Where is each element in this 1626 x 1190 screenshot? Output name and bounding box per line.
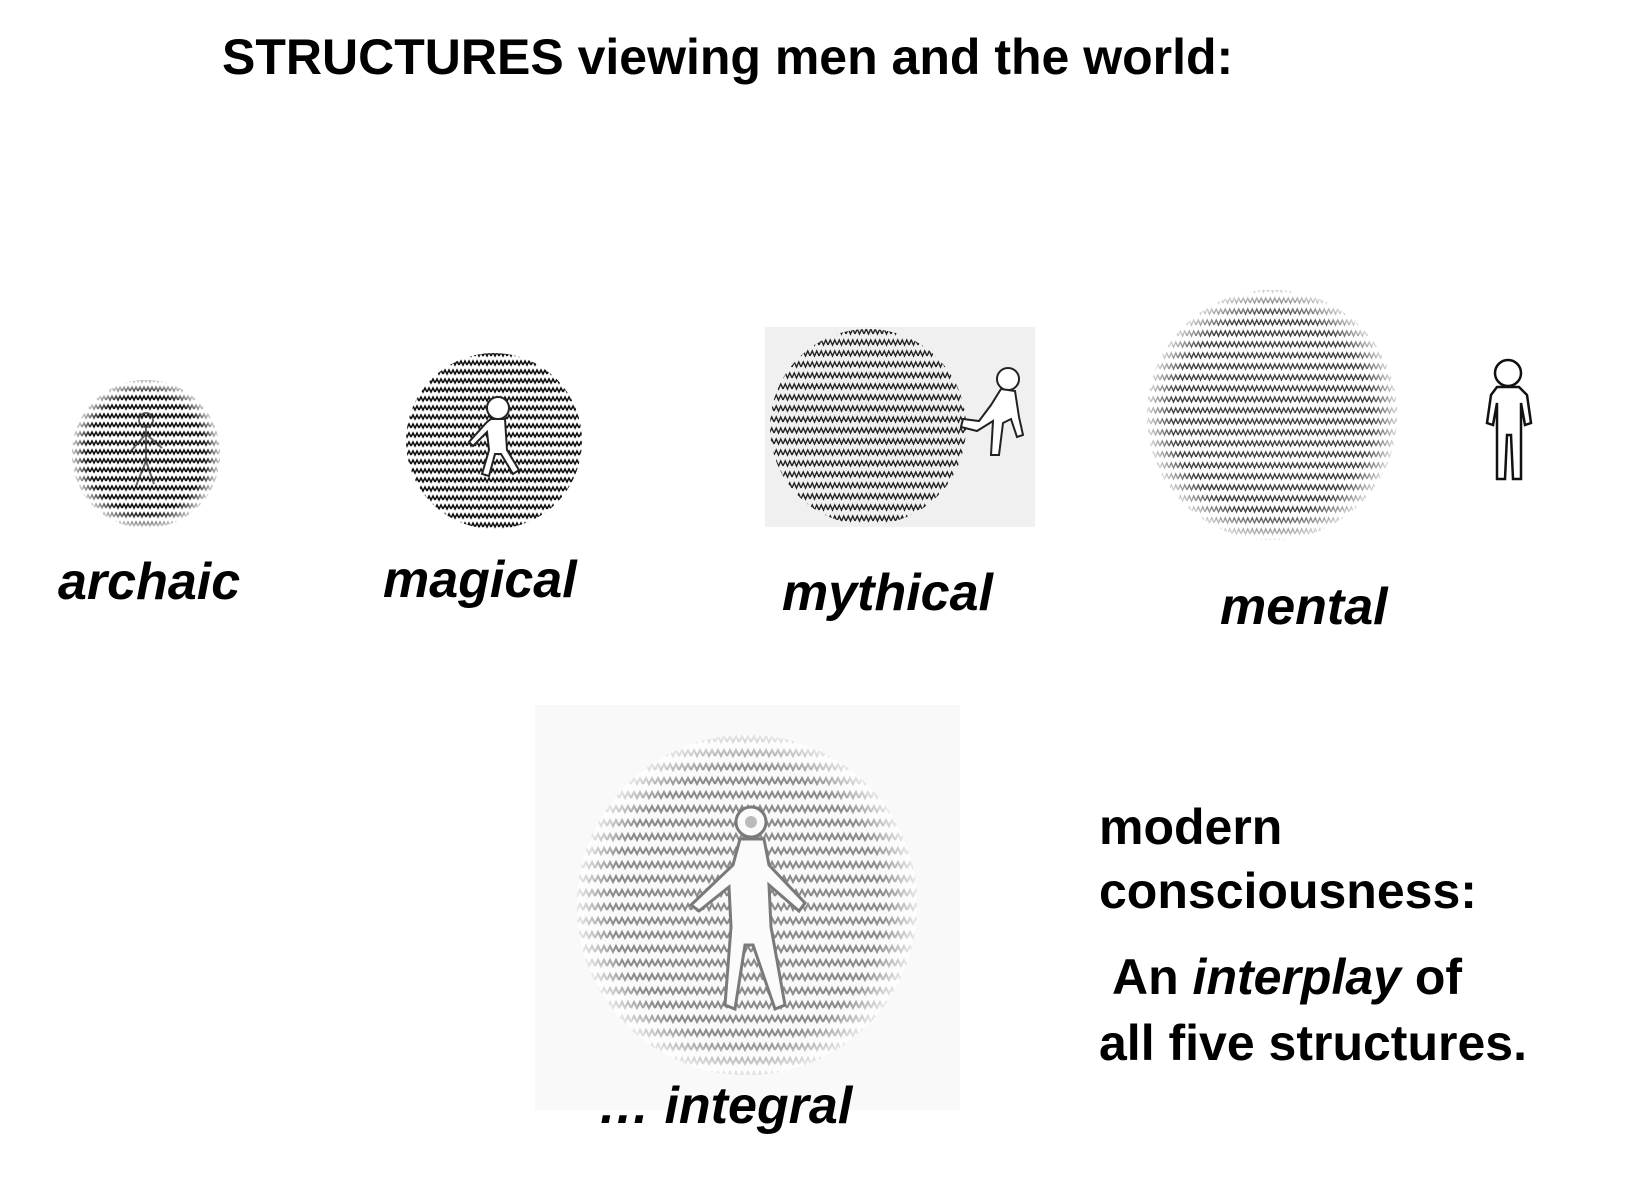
mental-person-icon [1485, 358, 1533, 481]
mythical-person-icon [959, 367, 1025, 456]
label-archaic: archaic [58, 553, 241, 611]
integral-figure [535, 705, 960, 1110]
magical-person-icon [467, 396, 521, 478]
mental-sphere-figure [1147, 290, 1397, 540]
page-title: STRUCTURES viewing men and the world: [222, 29, 1234, 85]
label-mythical: mythical [782, 564, 993, 622]
note-line-3: An interplay of [1112, 948, 1462, 1006]
mythical-sphere [770, 329, 966, 525]
mythical-figure [765, 327, 1035, 527]
magical-figure [406, 353, 582, 529]
note-line-4: all five structures. [1099, 1015, 1527, 1071]
note-line-3-post: of [1400, 949, 1463, 1005]
label-magical: magical [383, 551, 577, 609]
integral-person-icon [688, 805, 807, 1012]
archaic-person-icon [129, 412, 163, 487]
note-interplay-emphasis: interplay [1192, 949, 1401, 1005]
label-integral: … integral [598, 1077, 853, 1135]
note-line-1: modern [1099, 799, 1283, 855]
note-line-2: consciousness: [1099, 863, 1477, 919]
archaic-figure [72, 380, 220, 528]
label-mental: mental [1220, 578, 1388, 636]
note-line-3-pre: An [1112, 949, 1193, 1005]
